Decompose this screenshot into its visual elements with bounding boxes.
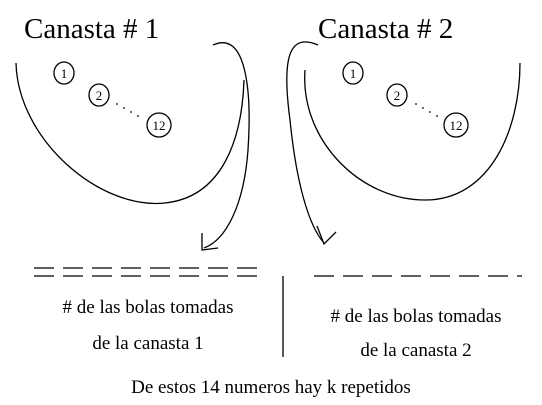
basket-2: Canasta # 2 1 2 12 bbox=[286, 13, 521, 246]
left-caption-line-1: # de las bolas tomadas bbox=[63, 297, 234, 318]
ball-outline bbox=[146, 112, 172, 138]
basket-2-ball-12: 12 bbox=[443, 112, 469, 138]
ball-number: 12 bbox=[450, 118, 463, 133]
ball-number: 2 bbox=[394, 88, 401, 103]
basket-2-ball-2: 2 bbox=[386, 83, 408, 107]
ball-outline bbox=[443, 112, 469, 138]
left-slots bbox=[34, 267, 262, 277]
basket-1-ball-2: 2 bbox=[88, 83, 110, 107]
right-caption-line-2: de la canasta 2 bbox=[360, 340, 471, 361]
ball-outline bbox=[342, 61, 364, 85]
basket-1-bowl bbox=[15, 62, 245, 205]
basket-2-ellipsis-dots bbox=[415, 103, 438, 117]
basket-1-title: Canasta # 1 bbox=[24, 13, 159, 45]
basket-2-title: Canasta # 2 bbox=[318, 13, 453, 45]
ball-outline bbox=[386, 83, 408, 107]
ball-outline bbox=[53, 61, 75, 85]
ball-number: 1 bbox=[350, 66, 357, 81]
right-caption-line-1: # de las bolas tomadas bbox=[331, 306, 502, 327]
ball-number: 1 bbox=[61, 66, 68, 81]
basket-2-bowl bbox=[304, 62, 521, 201]
basket-1-arrow-head bbox=[201, 233, 219, 251]
ball-number: 12 bbox=[153, 118, 166, 133]
basket-2-ball-1: 1 bbox=[342, 61, 364, 85]
left-caption-line-2: de la canasta 1 bbox=[92, 333, 203, 354]
ball-outline bbox=[88, 83, 110, 107]
basket-1-ellipsis-dots bbox=[116, 103, 139, 117]
ball-number: 2 bbox=[96, 88, 103, 103]
basket-2-arrow bbox=[286, 41, 325, 244]
basket-1-ball-12: 12 bbox=[146, 112, 172, 138]
basket-2-arrow-head bbox=[316, 225, 337, 246]
basket-1: Canasta # 1 1 2 12 bbox=[15, 13, 250, 251]
basket-1-arrow bbox=[203, 42, 250, 249]
footer-text: De estos 14 numeros hay k repetidos bbox=[131, 377, 411, 398]
basket-1-ball-1: 1 bbox=[53, 61, 75, 85]
